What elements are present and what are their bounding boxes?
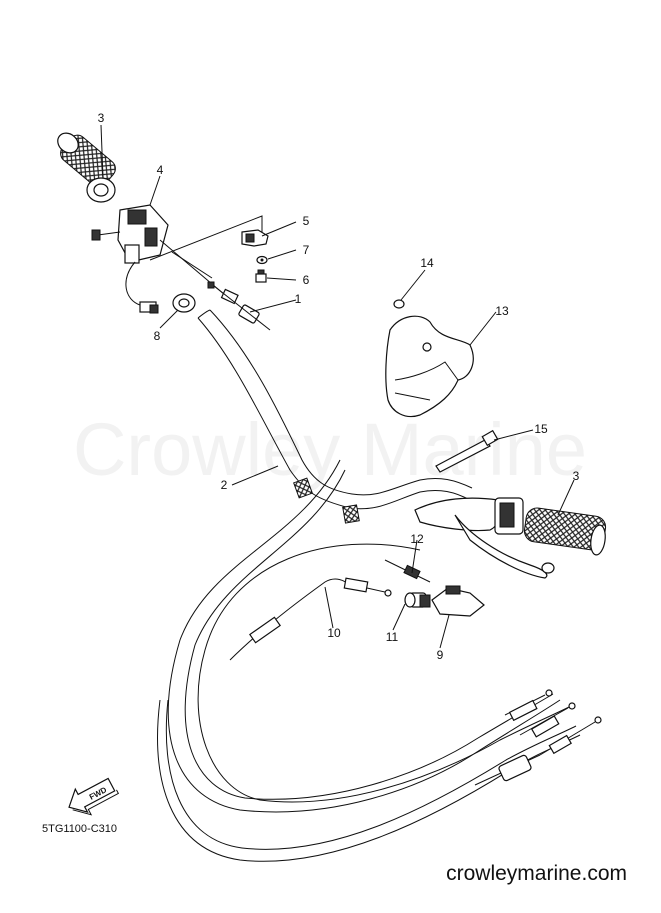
- callout-3-right: 3: [573, 469, 580, 483]
- callout-6: 6: [303, 273, 310, 287]
- callout-4: 4: [157, 163, 164, 177]
- callout-7: 7: [303, 243, 310, 257]
- cable-tie: [435, 429, 499, 473]
- watermark: Crowley Marine: [73, 408, 587, 491]
- callout-11: 11: [386, 630, 399, 644]
- leader-lines: [100, 124, 575, 649]
- clamp-8: [172, 293, 196, 313]
- callout-10: 10: [327, 626, 341, 640]
- callout-15: 15: [534, 422, 548, 436]
- callout-1: 1: [295, 292, 302, 306]
- callout-2: 2: [221, 478, 228, 492]
- callout-14: 14: [420, 256, 434, 270]
- callout-5: 5: [303, 214, 310, 228]
- callout-3-left: 3: [98, 111, 105, 125]
- footer-url: crowleymarine.com: [446, 862, 627, 885]
- cable-1-end: [207, 281, 271, 331]
- right-lever-assembly: [414, 497, 607, 579]
- handlebar: [197, 309, 473, 524]
- small-hardware: [241, 229, 269, 283]
- left-grip: [57, 132, 116, 203]
- diagram-code: 5TG1100-C310: [42, 823, 117, 835]
- callout-13: 13: [495, 304, 509, 318]
- callout-12: 12: [410, 532, 424, 546]
- callout-8: 8: [154, 329, 161, 343]
- cables: [157, 459, 602, 862]
- handlebar-cover: [385, 299, 474, 418]
- switch-assembly: [91, 204, 226, 314]
- fwd-arrow-icon: FWD: [68, 777, 120, 816]
- throttle-parts: [404, 585, 485, 617]
- callouts: 3 4 5 7 6 1 8 14 13 15 2 3 12 10 11 9: [98, 111, 580, 662]
- callout-9: 9: [437, 648, 444, 662]
